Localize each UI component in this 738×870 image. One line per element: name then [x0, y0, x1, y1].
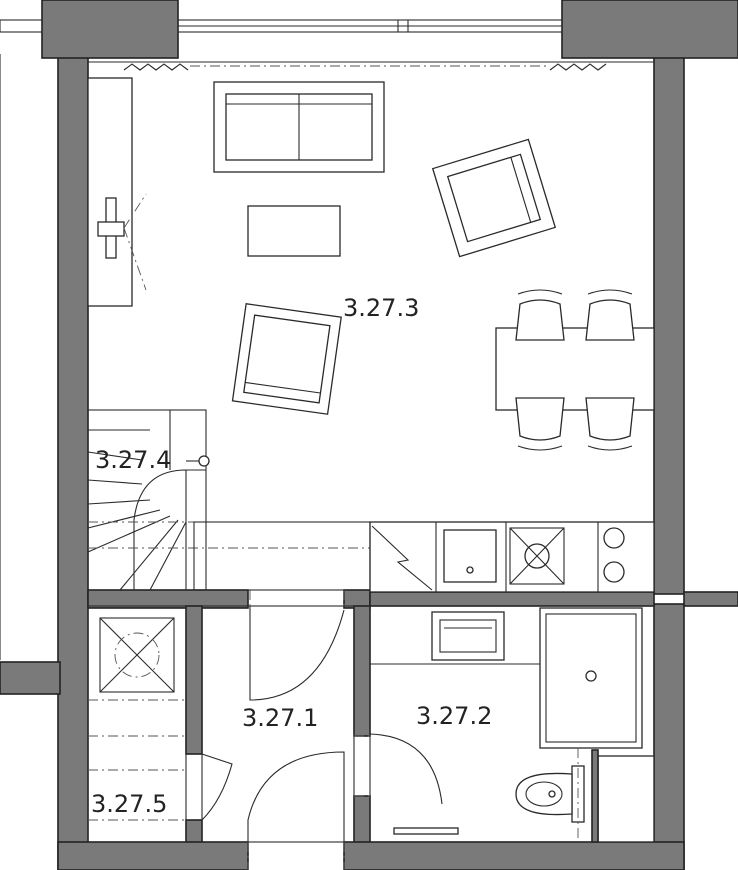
room-label-3-27-4: 3.27.4: [95, 446, 171, 474]
coffee-table: [247, 205, 341, 257]
room-label-3-27-3: 3.27.3: [343, 294, 419, 322]
bathroom: [354, 605, 655, 843]
chair-icon: [515, 397, 565, 451]
stove-icon: [509, 527, 565, 585]
sink-icon: [431, 611, 505, 661]
wall-right-upper: [653, 53, 685, 595]
wall-bottom-left: [57, 841, 249, 870]
curtain-left: [123, 63, 189, 71]
door-swing-icon: [247, 751, 345, 842]
kitchen: [88, 521, 655, 593]
wall-mid-left: [87, 589, 249, 609]
shower-icon: [539, 607, 643, 749]
wall-bath-left-upper: [353, 605, 371, 737]
chair-icon: [515, 289, 565, 341]
neighbor-wall-left: [0, 19, 43, 33]
wall-storage-low: [185, 819, 203, 845]
dining-table-icon: [495, 327, 655, 411]
shaft-wall: [591, 749, 599, 843]
storage: [87, 605, 233, 843]
wall-bottom-right: [343, 841, 685, 870]
wall-top-left-pier: [41, 0, 179, 59]
towel-bar: [393, 827, 459, 835]
wall-left: [57, 53, 89, 870]
counter-break: [371, 525, 433, 591]
chair-icon: [585, 397, 635, 451]
counter-partition: [193, 521, 371, 591]
heat-unit: [99, 617, 175, 693]
room-label-3-27-2: 3.27.2: [416, 702, 492, 730]
tv-cabinet: [87, 77, 133, 307]
room-labels: 3.27.3 3.27.4 3.27.1 3.27.2 3.27.5: [91, 294, 492, 818]
room-label-3-27-1: 3.27.1: [242, 704, 318, 732]
wall-top-right-pier: [561, 0, 738, 59]
tv-viewing-line-2: [123, 227, 147, 291]
tv-stand: [97, 221, 125, 237]
hallway: [201, 590, 355, 870]
neighbor-stub-right: [683, 591, 738, 607]
wall-bath-left-lower: [353, 795, 371, 847]
sofa-icon: [213, 81, 385, 173]
cooktop-icon: [603, 527, 625, 583]
armchair-icon: [231, 303, 342, 415]
stairs-icon: [87, 409, 210, 591]
sink-icon: [443, 529, 497, 583]
room-label-3-27-5: 3.27.5: [91, 790, 167, 818]
wall-mid-right: [369, 591, 655, 607]
wall-storage: [185, 605, 203, 755]
living-furniture: [87, 63, 655, 451]
neighbor-stub-left: [0, 661, 61, 695]
door-swing-icon: [369, 733, 443, 805]
door-swing-icon: [249, 606, 345, 701]
armchair-icon: [431, 138, 557, 258]
wall-right-lower: [653, 603, 685, 870]
chair-icon: [585, 289, 635, 341]
shaft: [597, 755, 655, 843]
tv-viewing-line: [123, 193, 147, 229]
toilet-icon: [515, 765, 585, 823]
door-swing-icon: [201, 753, 233, 821]
stair-start-marker: [198, 455, 210, 467]
curtain-right: [549, 63, 607, 71]
